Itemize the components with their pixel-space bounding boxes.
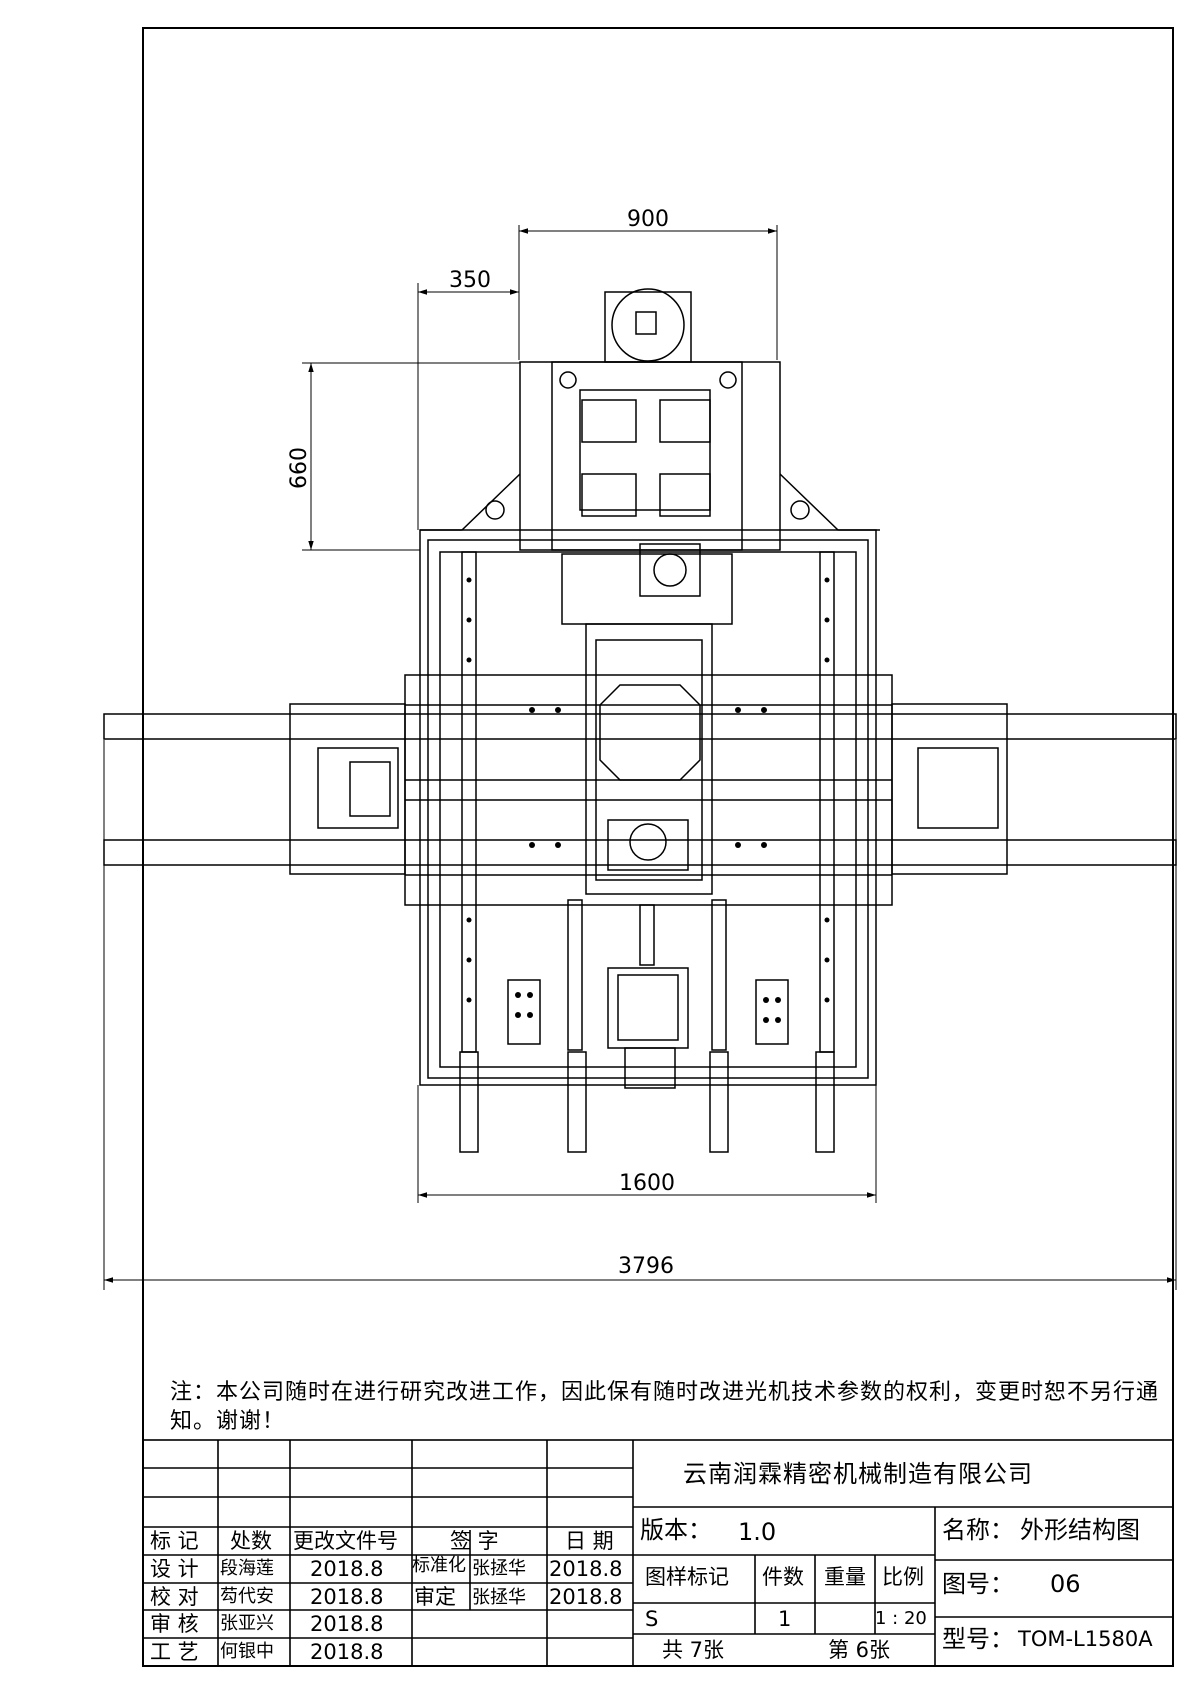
company-name: 云南润霖精密机械制造有限公司 <box>683 1460 1033 1488</box>
sample-mark-value: S <box>645 1607 659 1631</box>
header-date: 日 期 <box>565 1529 614 1553</box>
dimension-350 <box>417 283 520 530</box>
date-standardization: 2018.8 <box>549 1557 623 1581</box>
revision-note: 注：本公司随时在进行研究改进工作，因此保有随时改进光机技术参数的权利，变更时恕不… <box>170 1380 1160 1434</box>
dimension-1600-label: 1600 <box>619 1171 675 1196</box>
date-design: 2018.8 <box>310 1557 384 1581</box>
date-review: 2018.8 <box>310 1612 384 1636</box>
model-value: TOM-L1580A <box>1018 1627 1153 1651</box>
col-sample-mark: 图样标记 <box>645 1565 729 1589</box>
header-mark: 标 记 <box>150 1529 199 1553</box>
dimension-660 <box>302 362 520 551</box>
name-review: 张亚兴 <box>220 1613 274 1634</box>
header-signature: 签 字 <box>450 1529 499 1553</box>
quantity-value: 1 <box>778 1607 792 1631</box>
total-sheets: 共 7张 <box>662 1638 725 1662</box>
role-process: 工 艺 <box>150 1640 199 1664</box>
role-review: 审 核 <box>150 1612 199 1636</box>
version-value: 1.0 <box>738 1518 777 1546</box>
dimension-350-label: 350 <box>449 268 491 293</box>
rail-hole-dots <box>466 577 830 1023</box>
col-quantity: 件数 <box>762 1565 804 1589</box>
scale-value: 1 : 20 <box>875 1608 927 1629</box>
name-approval: 张拯华 <box>472 1587 526 1608</box>
machine-plan-view <box>103 288 1177 1153</box>
sheet-number: 第 6张 <box>828 1638 891 1662</box>
date-approval: 2018.8 <box>549 1585 623 1609</box>
title-block-grid <box>142 1439 1174 1667</box>
name-design: 段海莲 <box>220 1558 274 1579</box>
date-proofread: 2018.8 <box>310 1585 384 1609</box>
role-standardization: 标准化 <box>412 1555 466 1576</box>
drawing-number-value: 06 <box>1050 1570 1081 1598</box>
name-value: 外形结构图 <box>1020 1516 1140 1544</box>
col-weight: 重量 <box>824 1565 866 1589</box>
dimension-3796-label: 3796 <box>618 1254 674 1279</box>
dimension-3796 <box>103 740 1177 1290</box>
role-proofread: 校 对 <box>150 1585 199 1609</box>
header-change-doc: 更改文件号 <box>293 1529 398 1553</box>
name-label: 名称： <box>942 1516 1014 1544</box>
name-standardization: 张拯华 <box>472 1558 526 1579</box>
col-scale: 比例 <box>882 1565 924 1589</box>
header-count: 处数 <box>230 1529 272 1553</box>
name-process: 何银中 <box>220 1641 274 1662</box>
model-label: 型号： <box>942 1625 1014 1653</box>
version-label: 版本： <box>640 1516 712 1544</box>
date-process: 2018.8 <box>310 1640 384 1664</box>
dimension-900-label: 900 <box>627 207 669 232</box>
role-design: 设 计 <box>150 1557 199 1581</box>
drawing-number-label: 图号： <box>942 1570 1014 1598</box>
dimension-660-label: 660 <box>287 447 312 489</box>
dimension-1600 <box>417 1085 877 1203</box>
name-proofread: 芶代安 <box>220 1586 274 1607</box>
role-approval: 审定 <box>414 1585 456 1609</box>
